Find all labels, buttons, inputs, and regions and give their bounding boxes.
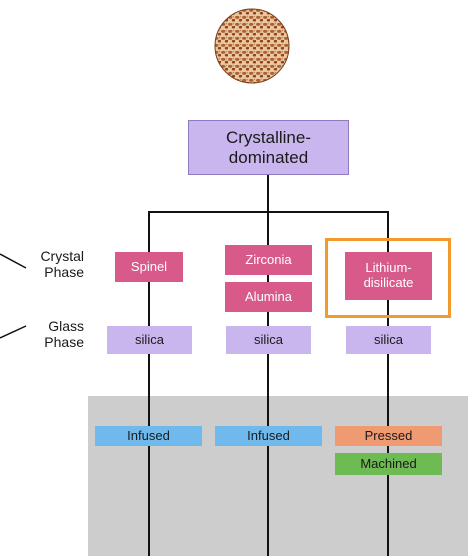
crystal-box-spinel: Spinel — [115, 252, 183, 282]
selection-highlight — [325, 238, 451, 318]
crystal-box-zirconia: Zirconia — [225, 245, 312, 275]
microstructure-disc-icon — [214, 8, 290, 84]
glass-box-silica-1: silica — [107, 326, 192, 354]
glass-phase-label: Glass Phase — [44, 318, 84, 351]
glass-box-silica-3: silica — [346, 326, 431, 354]
crystalline-dominated-box: Crystalline- dominated — [188, 120, 349, 175]
crystal-phase-label: Crystal Phase — [40, 248, 84, 281]
glass-box-silica-2: silica — [226, 326, 311, 354]
crystal-box-lithium-disilicate: Lithium- disilicate — [345, 252, 432, 300]
crystal-box-alumina: Alumina — [225, 282, 312, 312]
process-box-infused-1: Infused — [95, 426, 202, 446]
process-box-infused-2: Infused — [215, 426, 322, 446]
processing-band — [88, 396, 468, 556]
process-box-pressed: Pressed — [335, 426, 442, 446]
process-box-machined: Machined — [335, 453, 442, 475]
